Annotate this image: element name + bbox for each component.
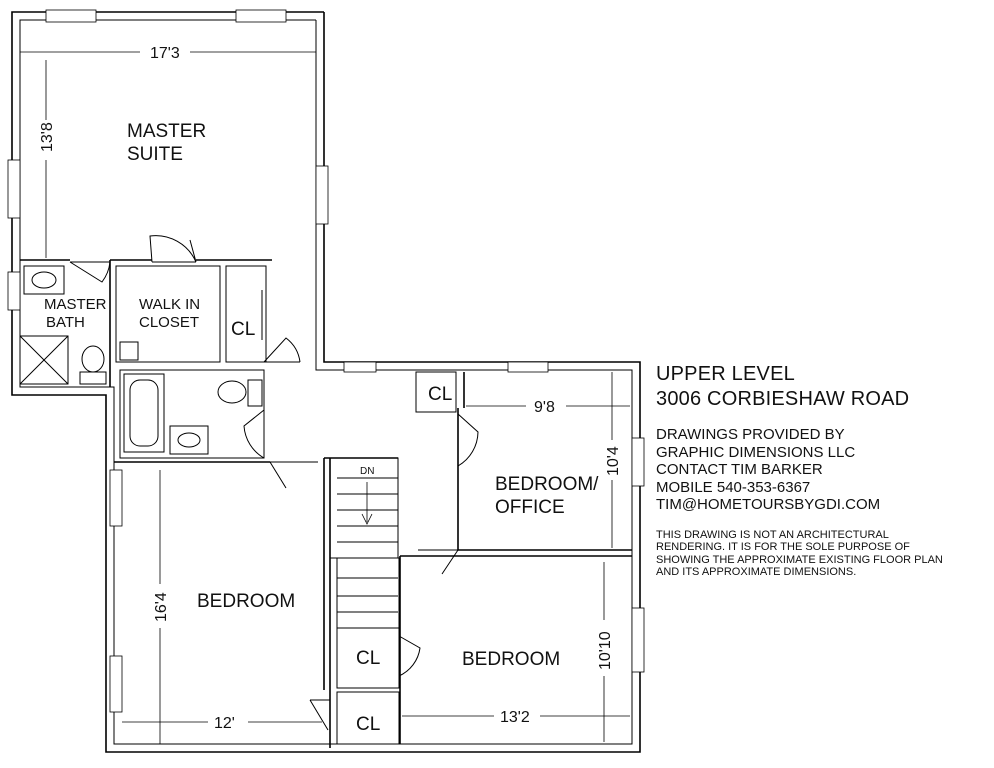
label-master-suite-1: MASTER: [127, 121, 206, 142]
label-closet-mid: CL: [356, 648, 380, 669]
disclaimer: THIS DRAWING IS NOT AN ARCHITECTURAL REN…: [656, 529, 986, 579]
disclaimer-line: SHOWING THE APPROXIMATE EXISTING FLOOR P…: [656, 553, 943, 566]
heading-address: 3006 CORBIESHAW ROAD: [656, 388, 910, 410]
exterior-walls: [11, 11, 641, 753]
dim-right-bed-width: 13'2: [500, 709, 530, 726]
credits: DRAWINGS PROVIDED BY GRAPHIC DIMENSIONS …: [656, 426, 986, 514]
dim-master-depth: 13'8: [39, 122, 56, 152]
label-bedroom-right: BEDROOM: [462, 649, 560, 670]
credit-line: MOBILE 540-353-6367: [656, 478, 811, 496]
dim-master-width: 17'3: [150, 45, 180, 62]
label-closet-bottom: CL: [356, 714, 380, 735]
label-master-suite-2: SUITE: [127, 144, 183, 165]
label-bedroom-office-2: OFFICE: [495, 497, 565, 518]
doors: [69, 235, 479, 731]
interior-walls: [20, 259, 632, 748]
heading-level: UPPER LEVEL: [656, 363, 795, 385]
label-stair-down: DN: [360, 466, 374, 477]
dim-office-depth: 10'4: [605, 446, 622, 476]
stair: [337, 477, 398, 613]
label-closet-office: CL: [428, 384, 452, 405]
fixtures: [19, 265, 263, 455]
disclaimer-line: THIS DRAWING IS NOT AN ARCHITECTURAL: [656, 528, 889, 541]
label-walk-in-closet-1: WALK IN: [139, 296, 200, 313]
credit-line: CONTACT TIM BARKER: [656, 461, 823, 478]
dim-office-width: 9'8: [534, 399, 555, 416]
label-closet-wic: CL: [231, 319, 255, 340]
dimension-lines: [20, 51, 630, 744]
credit-line: TIM@HOMETOURSBYGDI.COM: [656, 496, 881, 513]
label-bedroom-left: BEDROOM: [197, 591, 295, 612]
disclaimer-line: RENDERING. IT IS FOR THE SOLE PURPOSE OF: [656, 541, 910, 553]
credit-line: GRAPHIC DIMENSIONS LLC: [656, 443, 856, 461]
label-bedroom-office-1: BEDROOM/: [495, 474, 599, 495]
plan-heading: UPPER LEVEL 3006 CORBIESHAW ROAD: [656, 362, 986, 412]
credit-line: DRAWINGS PROVIDED BY: [656, 426, 845, 443]
dim-right-bed-depth: 10'10: [597, 631, 614, 670]
dim-left-bed-depth: 16'4: [153, 592, 170, 622]
label-master-bath-2: BATH: [46, 314, 85, 331]
label-master-bath-1: MASTER: [44, 296, 107, 313]
label-walk-in-closet-2: CLOSET: [139, 314, 199, 331]
dim-left-bed-width: 12': [214, 715, 235, 732]
windows: [7, 9, 645, 713]
disclaimer-line: AND ITS APPROXIMATE DIMENSIONS.: [656, 566, 857, 578]
plan-info-block: UPPER LEVEL 3006 CORBIESHAW ROAD DRAWING…: [656, 362, 986, 579]
